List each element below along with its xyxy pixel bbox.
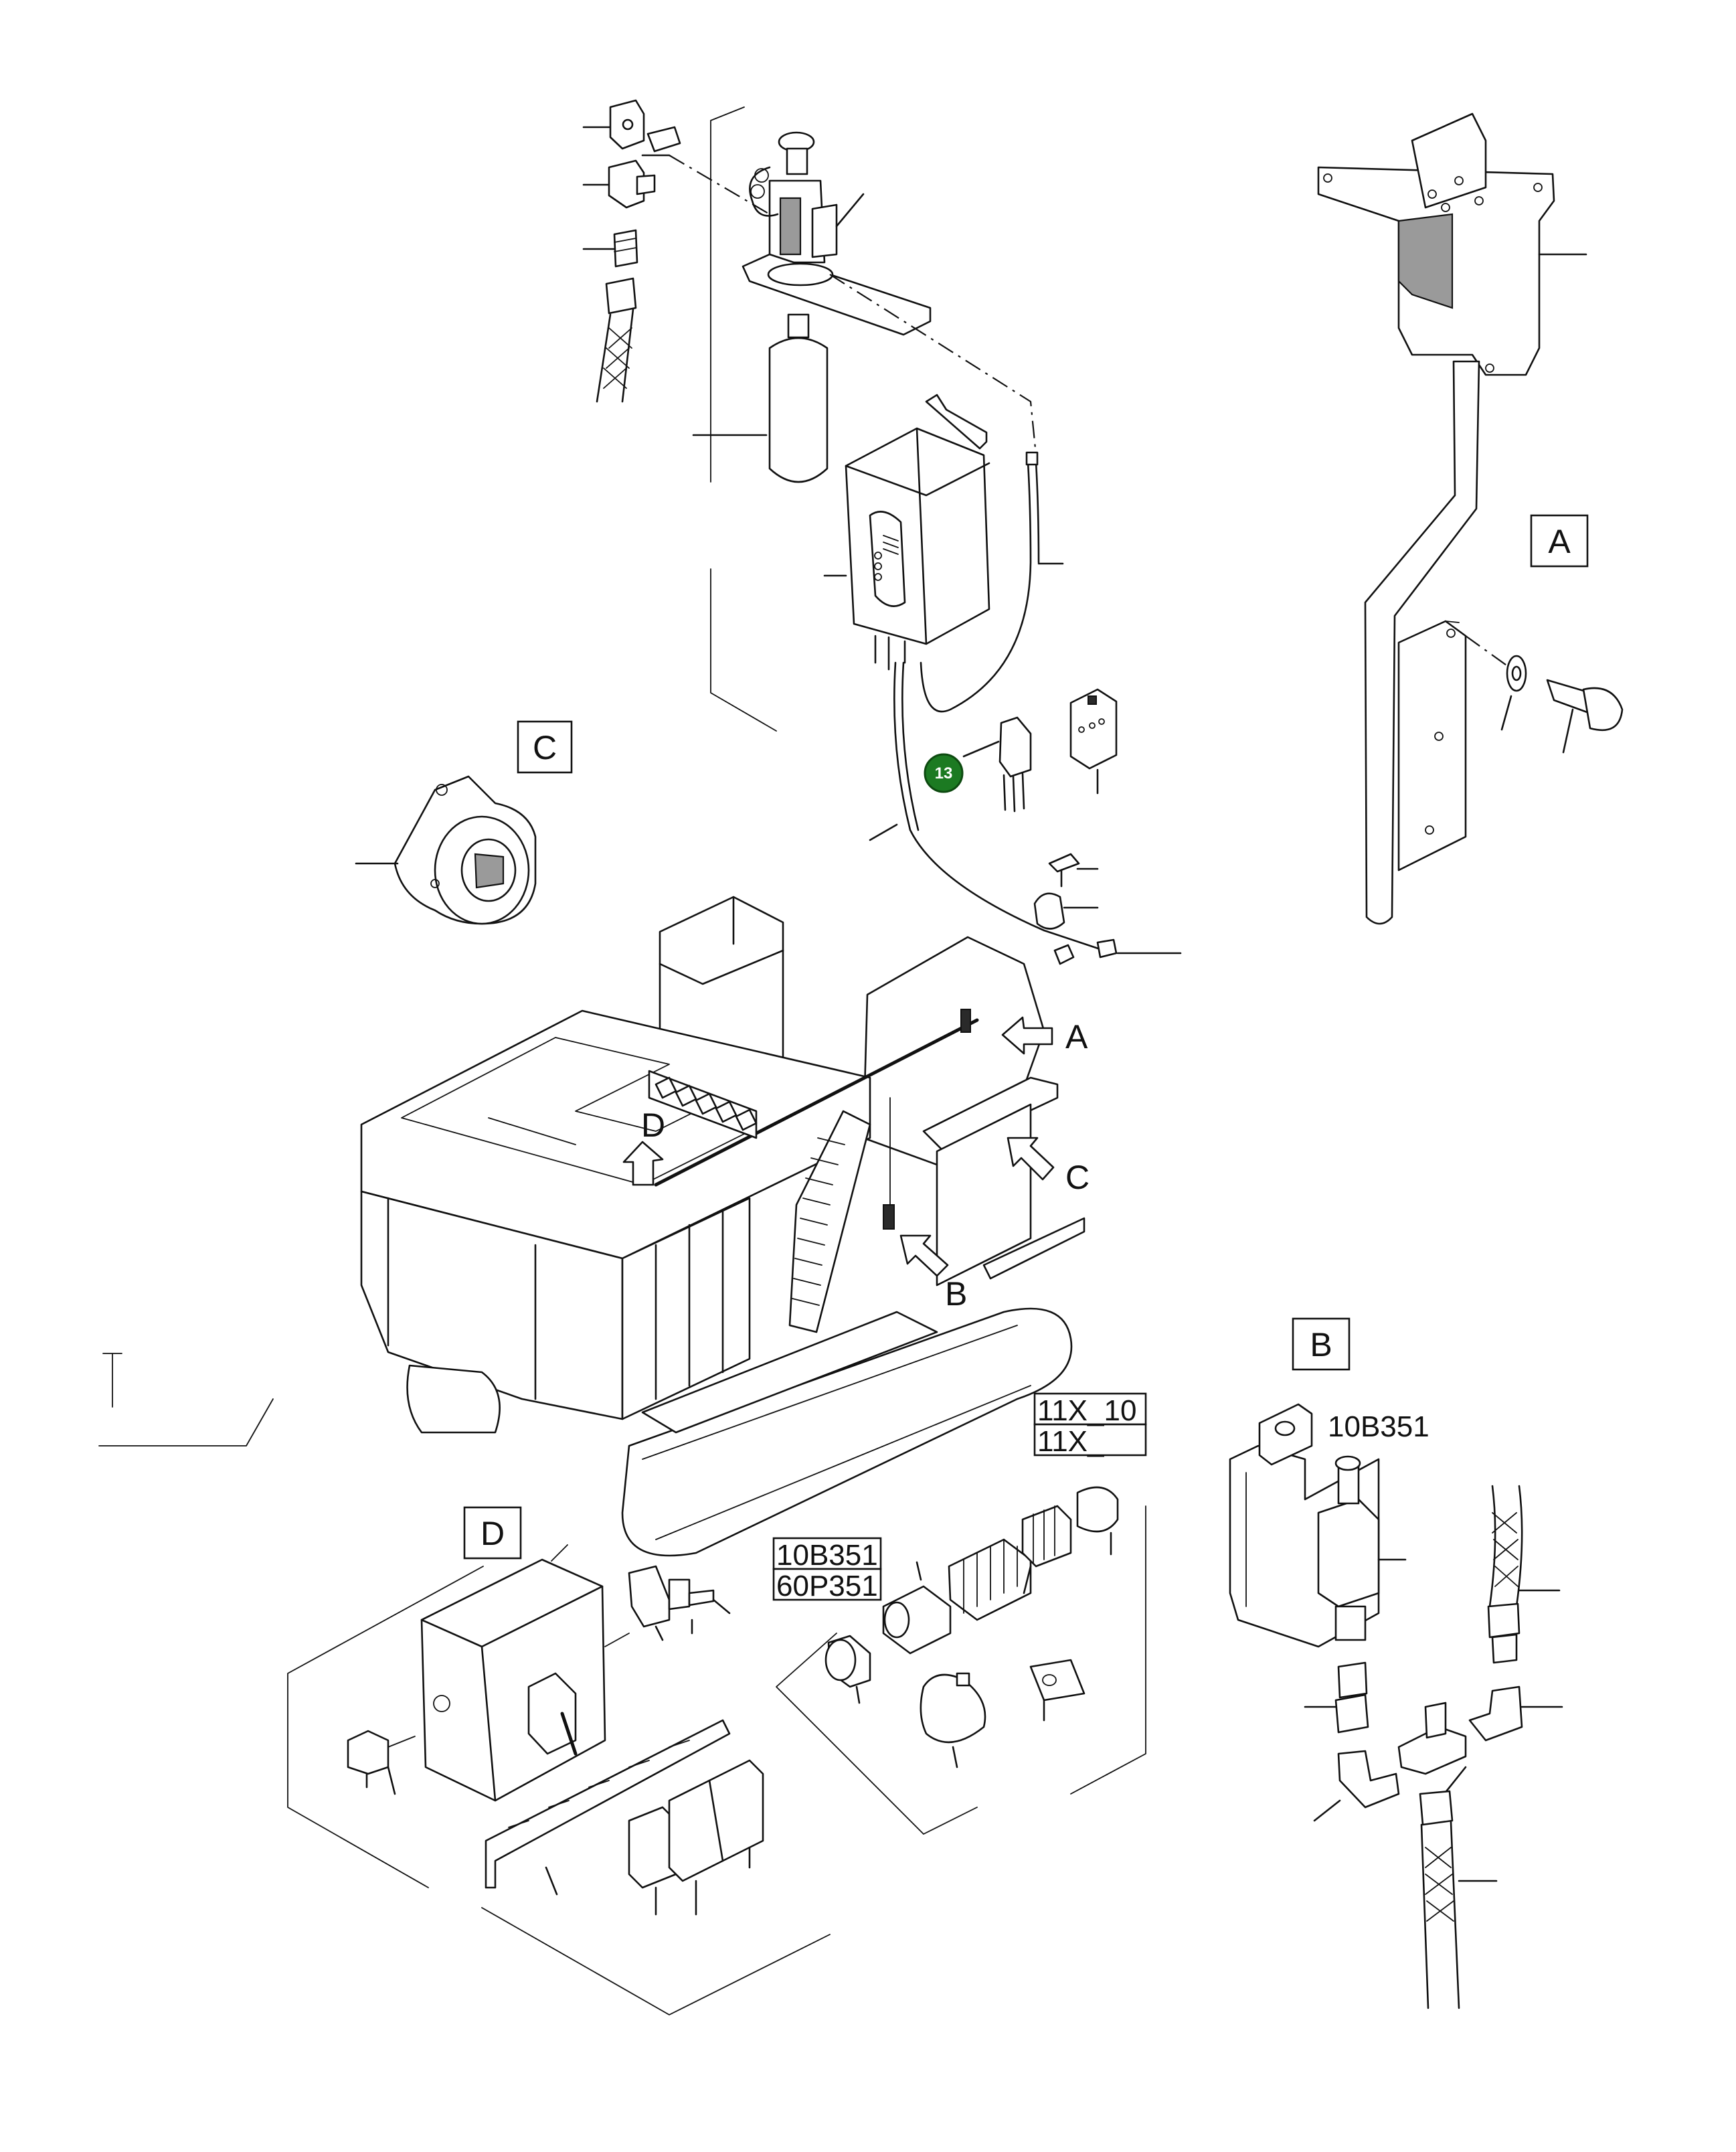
view-a-bracket: A [1317, 112, 1624, 925]
code-box-10b351 [772, 1537, 882, 1570]
machine-label-d: D [641, 1106, 665, 1144]
machine-label-c: C [1065, 1159, 1090, 1196]
view-c-label-box [517, 720, 573, 774]
drain-valve [742, 131, 932, 336]
view-a-label: A [1548, 523, 1571, 560]
item-badge[interactable]: 13 [924, 753, 964, 793]
code-box-60p351 [772, 1568, 882, 1601]
relay [962, 716, 1032, 813]
code-11x10: 11X_10 [1037, 1394, 1136, 1427]
gas-bottle [768, 313, 829, 483]
code-box-11x [1033, 1423, 1147, 1457]
view-b-switch: B 10B351 [1229, 1317, 1563, 2009]
control-box [823, 394, 990, 671]
machine-label-a: A [1065, 1018, 1088, 1056]
routing-line-1 [669, 155, 770, 215]
view-arrow-b [899, 1234, 949, 1277]
pressure-cable [869, 451, 1106, 952]
badge-number: 13 [935, 764, 953, 782]
terminal-module [1069, 688, 1118, 795]
view-b-code: 10B351 [1328, 1410, 1429, 1443]
view-a-label-box [1530, 514, 1589, 568]
fitting-stack [582, 99, 681, 403]
view-d-label-box [463, 1506, 522, 1560]
view-arrow-a [1001, 1016, 1053, 1055]
left-bracket-lines [98, 1353, 274, 1446]
routing-line-2 [829, 274, 1037, 456]
code-box-11x10 [1033, 1392, 1147, 1426]
view-arrow-d [622, 1141, 664, 1186]
view-d-junction: D [287, 1506, 831, 2015]
view-c-label: C [533, 729, 557, 766]
connector-group: 10B351 60P351 11X_10 11X_ [772, 1392, 1147, 1835]
code-11x: 11X_ [1037, 1425, 1104, 1458]
cable-clamp [1033, 853, 1182, 965]
machine-label-b: B [945, 1275, 967, 1313]
code-60p351: 60P351 [776, 1570, 878, 1602]
code-10b351: 10B351 [776, 1539, 878, 1572]
view-arrow-c [1007, 1137, 1055, 1181]
view-d-label: D [481, 1515, 505, 1552]
deck-fittings [648, 1070, 758, 1139]
view-b-label: B [1310, 1326, 1332, 1363]
view-b-label-box [1292, 1317, 1351, 1371]
machine-overview: A C B D [360, 896, 1090, 1557]
view-c-drum: C [355, 720, 573, 925]
assembly-bracket [692, 106, 777, 732]
